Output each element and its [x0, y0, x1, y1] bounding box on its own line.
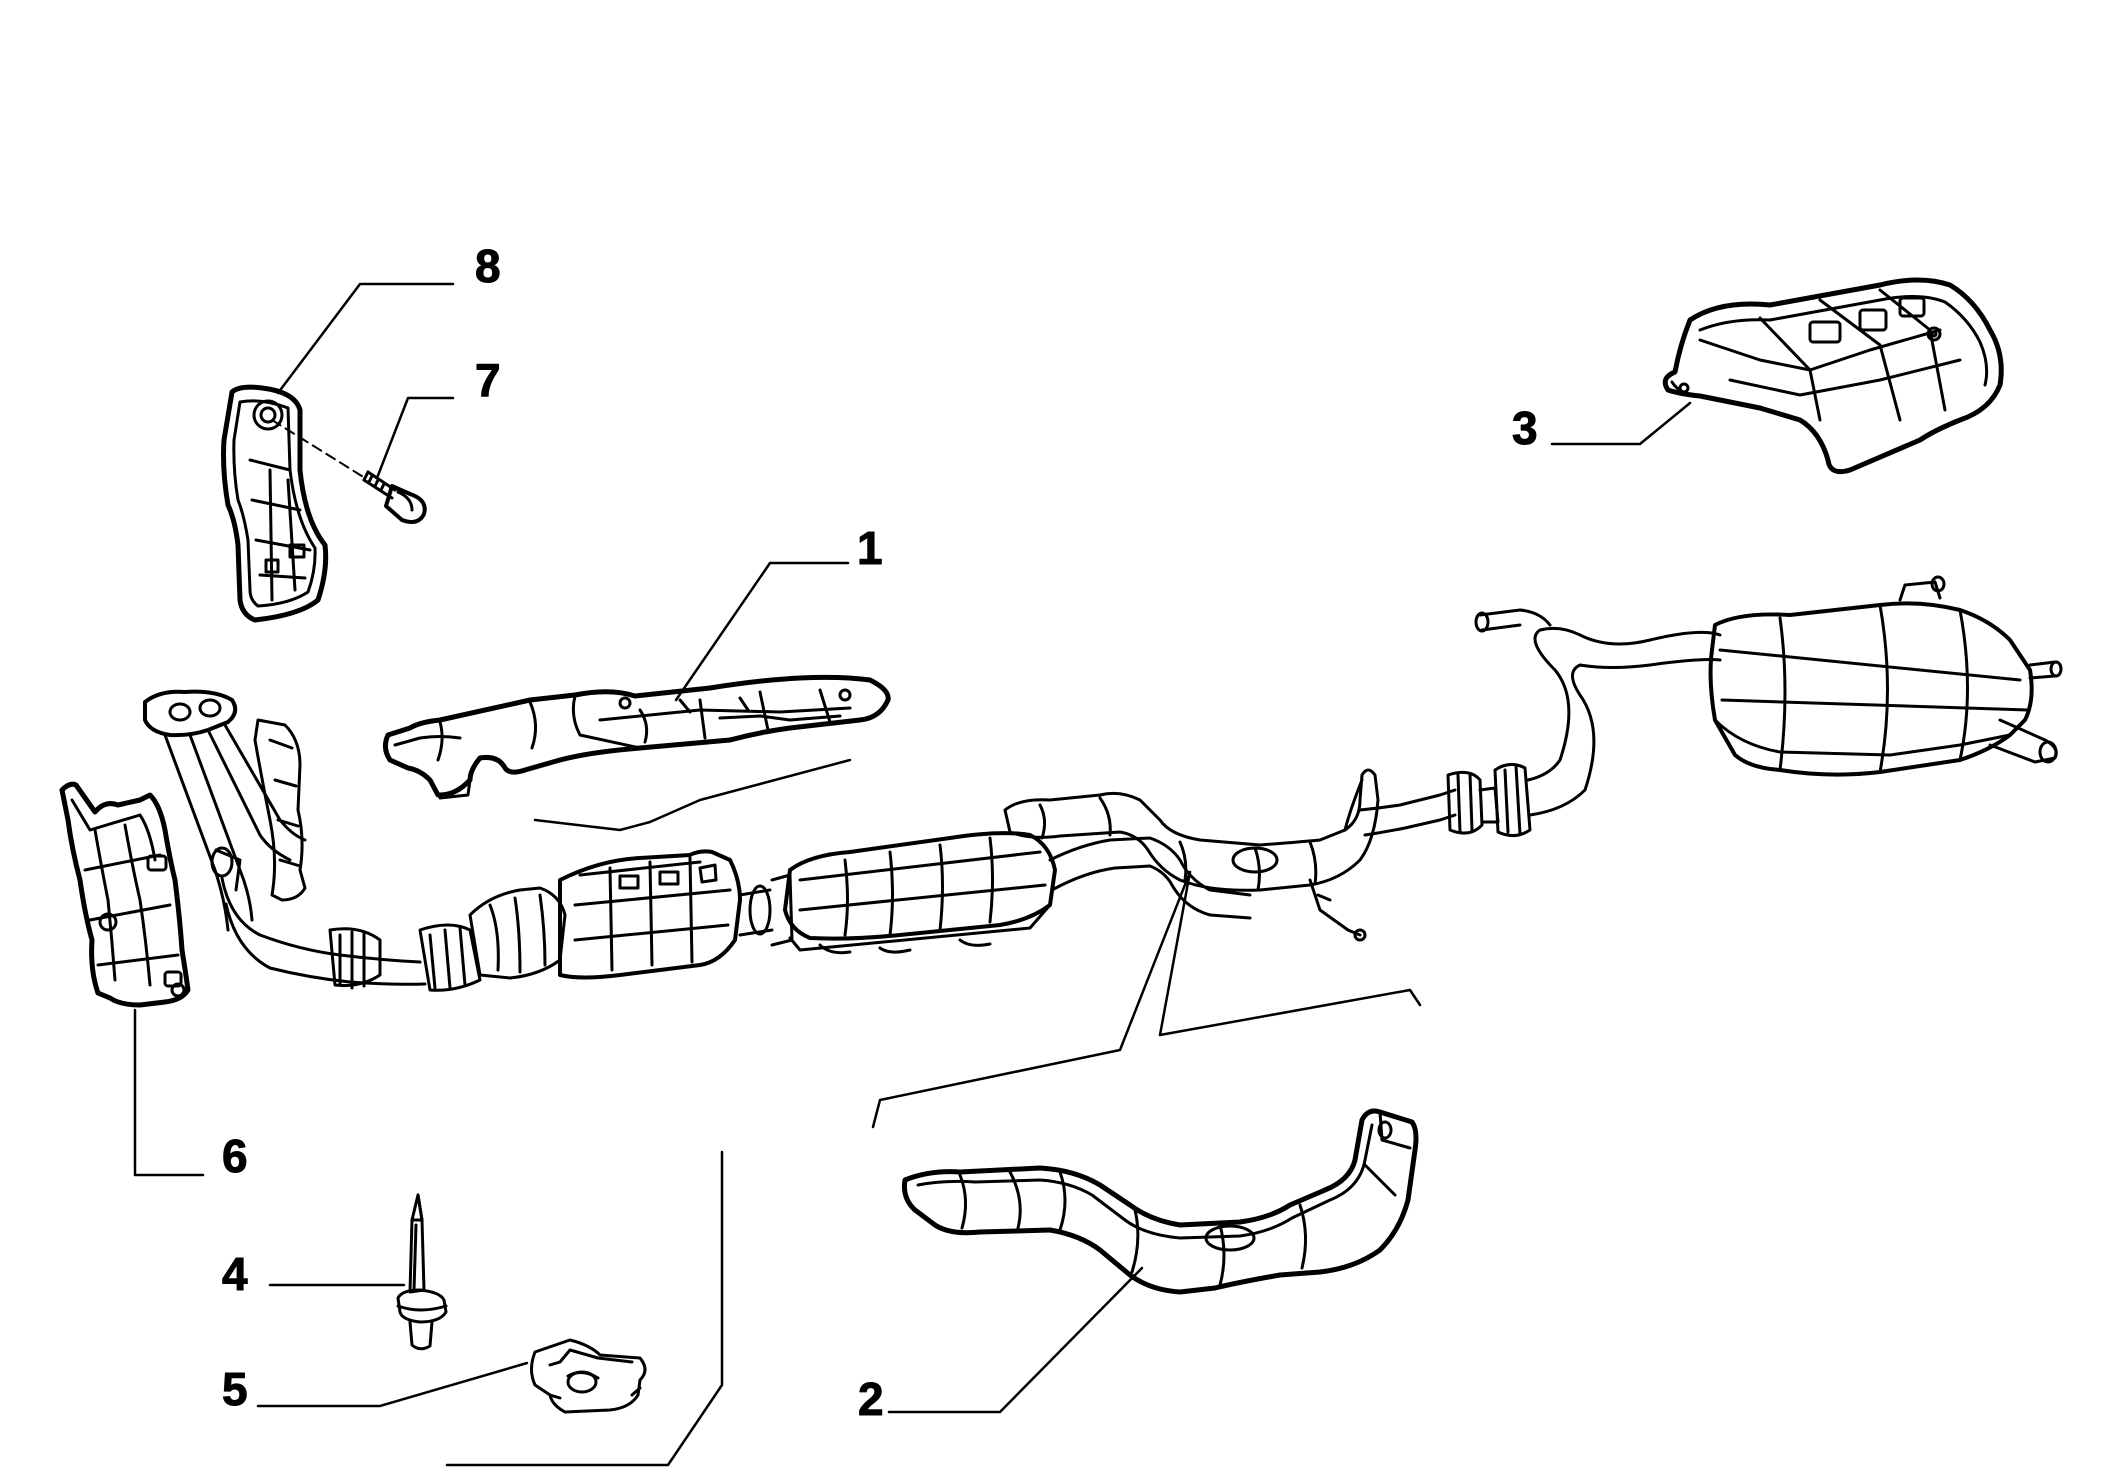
exhaust-pipe-assembly: [145, 577, 2061, 990]
callout-7: 7: [475, 354, 501, 406]
part-6-front-heat-shield[interactable]: [62, 784, 188, 1005]
part-2-rear-pipe-heat-shield[interactable]: [904, 1111, 1416, 1292]
callout-2: 2: [858, 1373, 884, 1425]
callout-1: 1: [857, 522, 883, 574]
part-8-bracket-shield[interactable]: [224, 387, 326, 620]
part-4-rivet-pin[interactable]: [398, 1195, 446, 1349]
callout-4: 4: [222, 1248, 248, 1300]
callout-3: 3: [1512, 402, 1538, 454]
part-1-central-heat-shield[interactable]: [385, 677, 888, 798]
part-7-bolt[interactable]: [272, 420, 425, 522]
leader-lines: [133, 282, 1692, 1467]
callout-labels: 8 7 1 3 6 4 5 2: [222, 240, 1539, 1426]
part-5-clip-nut[interactable]: [532, 1340, 646, 1412]
part-3-rear-heat-shield[interactable]: [1665, 280, 2001, 472]
callout-5: 5: [222, 1363, 248, 1415]
callout-8: 8: [475, 240, 501, 292]
callout-6: 6: [222, 1130, 248, 1182]
